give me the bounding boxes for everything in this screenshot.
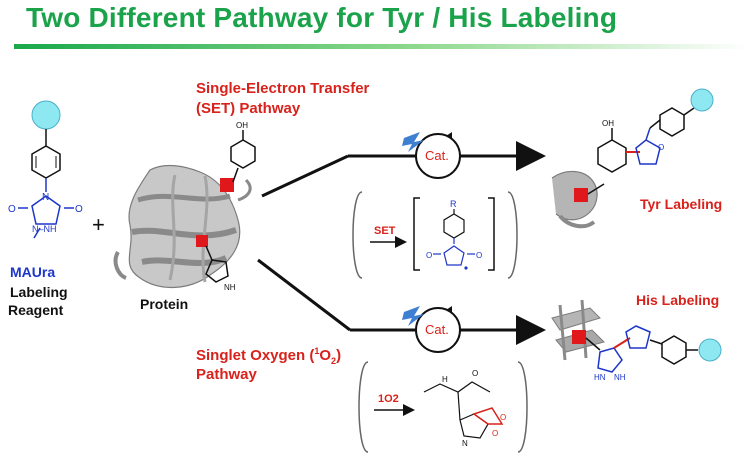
his-product-site — [572, 330, 586, 344]
atom-label: NH — [614, 373, 626, 382]
atom-label: O — [426, 251, 432, 260]
set-pathway-title-line1: Single-Electron Transfer — [196, 80, 370, 97]
title-underline — [14, 44, 750, 49]
atom-label: O — [658, 143, 664, 152]
reagent-urazole-ring — [31, 195, 61, 225]
atom-label: O — [476, 251, 482, 260]
atom-label: O — [75, 204, 83, 215]
so-arrow-label: 1O2 — [378, 393, 399, 405]
so-pathway-title-line2: Pathway — [196, 366, 257, 383]
atom-label: H — [442, 375, 448, 384]
his-labeling-label: His Labeling — [636, 292, 720, 308]
set-arrow-label: SET — [374, 225, 396, 237]
reagent-caption-line1: Labeling — [10, 284, 68, 300]
atom-label: NH — [224, 283, 236, 292]
light-bolt-icon — [402, 132, 424, 152]
so-catalytic-cycle — [402, 306, 461, 353]
page-title: Two Different Pathway for Tyr / His Labe… — [26, 2, 618, 33]
set-branch-line — [261, 154, 349, 198]
so-pathway-title-line1: Singlet Oxygen (1O2) — [196, 346, 342, 366]
atom-label: R — [450, 199, 457, 209]
tyr-product: OH O — [551, 88, 714, 229]
reagent-caption-line2: Reagent — [8, 302, 64, 318]
set-mechanism-inset: SET R O O — [352, 191, 518, 279]
atom-label: O — [8, 204, 16, 215]
atom-label: O — [472, 369, 478, 378]
set-cat-label: Cat. — [425, 148, 449, 163]
atom-label: N — [462, 439, 468, 448]
his-product: HN NH — [551, 299, 722, 382]
atom-label: OH — [236, 121, 248, 130]
plus-sign: + — [92, 212, 105, 237]
protein-label: Protein — [140, 296, 189, 312]
product-tag-sphere — [698, 338, 722, 362]
tyr-product-site — [574, 188, 588, 202]
reagent-tag-sphere — [31, 100, 61, 130]
protein-cartoon: OH NH — [113, 121, 256, 292]
maura-structure: N O O N–NH — [8, 100, 83, 239]
so-mechanism-inset: 1O2 H O O O N — [358, 361, 528, 453]
atom-label: N–NH — [32, 224, 57, 234]
light-bolt-icon — [402, 306, 424, 326]
atom-label: O — [492, 429, 498, 438]
set-catalytic-cycle — [402, 132, 461, 179]
tyr-labeling-label: Tyr Labeling — [640, 196, 723, 212]
reagent-name: MAUra — [10, 264, 56, 280]
product-tag-sphere — [690, 88, 714, 112]
atom-label: O — [500, 413, 506, 422]
set-pathway-title-line2: (SET) Pathway — [196, 100, 301, 117]
radical-dot — [464, 266, 468, 270]
atom-label: N — [42, 192, 49, 203]
atom-label: OH — [602, 119, 614, 128]
tyr-site-highlight — [220, 178, 234, 192]
atom-label: HN — [594, 373, 606, 382]
his-site-highlight — [196, 235, 208, 247]
so-branch-line — [257, 258, 351, 332]
so-cat-label: Cat. — [425, 322, 449, 337]
